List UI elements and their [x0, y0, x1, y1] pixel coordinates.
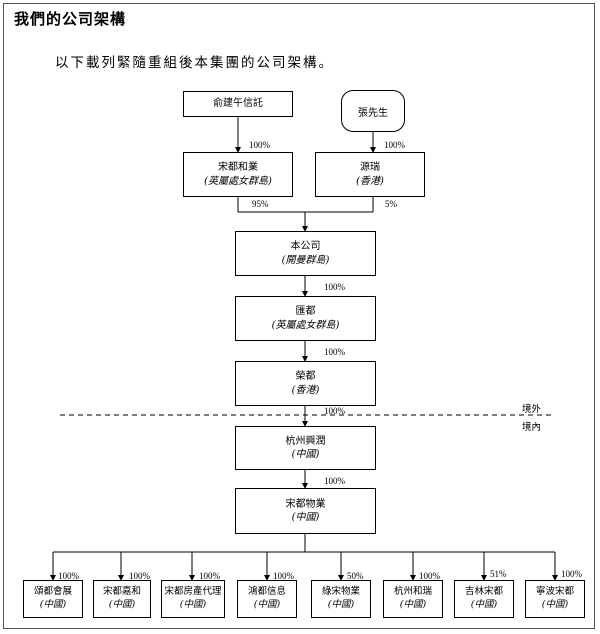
subsidiary-box: 頌都會展 (中國): [23, 580, 83, 618]
section-title: 我們的公司架構: [14, 10, 127, 28]
subsidiary-jurisdiction: (中國): [470, 599, 498, 610]
songdu-heye-jurisdiction: (英屬處女群島): [204, 175, 272, 187]
page-frame: [3, 3, 595, 629]
onshore-label: 境內: [522, 422, 542, 433]
yu-trust-box: 俞建午信託: [183, 91, 293, 117]
subsidiary-box: 杭州和瑞 (中國): [383, 580, 443, 618]
pct-company-huidu: 100%: [324, 282, 345, 292]
pct-huidu-rongdu: 100%: [324, 347, 345, 357]
subsidiary-name: 吉林宋都: [464, 586, 503, 598]
subsidiary-jurisdiction: (中國): [39, 599, 67, 610]
pct-xingrun-wuye: 100%: [324, 476, 345, 486]
offshore-label: 境外: [522, 404, 542, 415]
intro-text: 以下載列緊隨重組後本集團的公司架構。: [55, 55, 334, 71]
songdu-wuye-jurisdiction: (中國): [291, 512, 320, 523]
company-jurisdiction: (開曼群島): [281, 254, 330, 266]
hangzhou-xingrun-box: 杭州興潤 (中國): [235, 426, 376, 470]
pct-rongdu-xingrun: 100%: [324, 406, 345, 416]
sub-pct: 100%: [129, 571, 150, 581]
subsidiary-box: 鴻都信息 (中國): [237, 580, 297, 618]
sub-pct: 100%: [419, 571, 440, 581]
subsidiary-name: 宋都嘉和: [102, 586, 141, 598]
subsidiary-name: 寧波宋都: [535, 586, 574, 598]
rongdu-jurisdiction: (香港): [291, 384, 320, 396]
yu-trust-label: 俞建午信託: [213, 98, 263, 110]
pct-heye-company: 95%: [252, 199, 269, 209]
pct-yu-heye: 100%: [249, 140, 270, 150]
mr-zhang-node: 張先生: [341, 90, 405, 132]
pct-zhang-yuanrui: 100%: [384, 140, 405, 150]
songdu-heye-name: 宋都和業: [218, 162, 258, 173]
subsidiary-box: 宋都房產代理 (中國): [161, 580, 225, 618]
mr-zhang-label: 張先生: [358, 107, 388, 119]
subsidiary-name: 鴻都信息: [247, 586, 286, 598]
subsidiary-jurisdiction: (中國): [108, 599, 136, 610]
sub-pct: 100%: [199, 571, 220, 581]
pct-yuanrui-company: 5%: [385, 199, 397, 209]
subsidiary-name: 綠宋物業: [321, 586, 360, 598]
yuanrui-box: 源瑞 (香港): [315, 152, 425, 197]
rongdu-name: 榮都: [295, 371, 316, 382]
hangzhou-xingrun-jurisdiction: (中國): [291, 449, 320, 460]
huidu-box: 匯都 (英屬處女群島): [235, 296, 376, 341]
sub-pct: 100%: [58, 571, 79, 581]
subsidiary-jurisdiction: (中國): [399, 599, 427, 610]
company-name: 本公司: [290, 241, 321, 252]
rongdu-box: 榮都 (香港): [235, 361, 376, 406]
subsidiary-name: 杭州和瑞: [393, 586, 432, 598]
songdu-heye-box: 宋都和業 (英屬處女群島): [183, 152, 293, 197]
sub-pct: 100%: [273, 571, 294, 581]
company-box: 本公司 (開曼群島): [235, 231, 376, 276]
sub-pct: 51%: [490, 569, 507, 579]
subsidiary-jurisdiction: (中國): [253, 599, 281, 610]
subsidiary-name: 宋都房產代理: [164, 586, 222, 598]
songdu-wuye-box: 宋都物業 (中國): [235, 488, 376, 534]
hangzhou-xingrun-name: 杭州興潤: [285, 435, 326, 447]
subsidiary-jurisdiction: (中國): [327, 599, 355, 610]
subsidiary-box: 吉林宋都 (中國): [454, 580, 514, 618]
sub-pct: 100%: [561, 569, 582, 579]
subsidiary-name: 頌都會展: [33, 586, 72, 598]
yuanrui-jurisdiction: (香港): [356, 175, 384, 187]
subsidiary-jurisdiction: (中國): [179, 599, 207, 610]
yuanrui-name: 源瑞: [360, 162, 380, 173]
subsidiary-jurisdiction: (中國): [541, 599, 569, 610]
huidu-name: 匯都: [295, 306, 316, 317]
subsidiary-box: 宋都嘉和 (中國): [93, 580, 151, 618]
sub-pct: 50%: [347, 571, 364, 581]
subsidiary-box: 綠宋物業 (中國): [311, 580, 371, 618]
subsidiary-box: 寧波宋都 (中國): [525, 580, 585, 618]
songdu-wuye-name: 宋都物業: [285, 498, 326, 510]
huidu-jurisdiction: (英屬處女群島): [271, 319, 340, 331]
